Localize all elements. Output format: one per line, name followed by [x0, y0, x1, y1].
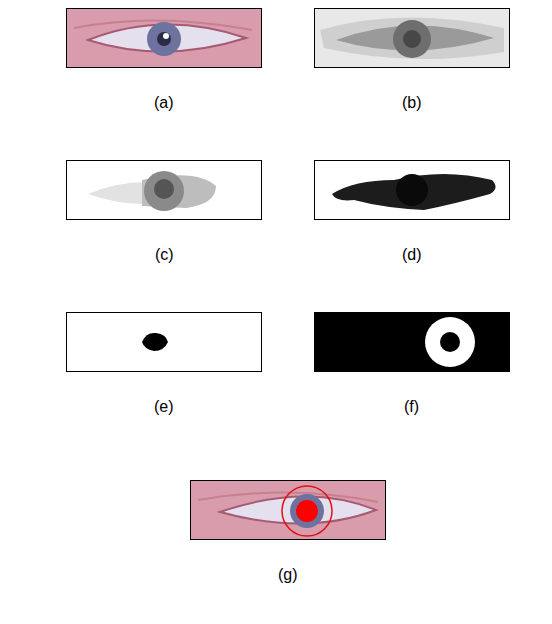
panel-label: (d) — [402, 245, 422, 264]
panel-label: (g) — [278, 565, 298, 584]
eye-result — [190, 480, 386, 540]
threshold-light — [66, 160, 262, 220]
panel-label: (b) — [402, 93, 422, 112]
panel-label: (c) — [155, 245, 174, 264]
eye-photo — [66, 8, 262, 68]
pupil-blob — [66, 312, 262, 372]
panel-label: (a) — [154, 93, 174, 112]
panel-label: (e) — [154, 397, 174, 416]
threshold-dark — [314, 160, 510, 220]
panel-label: (f) — [404, 397, 419, 416]
iris-ring — [314, 312, 510, 372]
grey-segmented — [314, 8, 510, 68]
